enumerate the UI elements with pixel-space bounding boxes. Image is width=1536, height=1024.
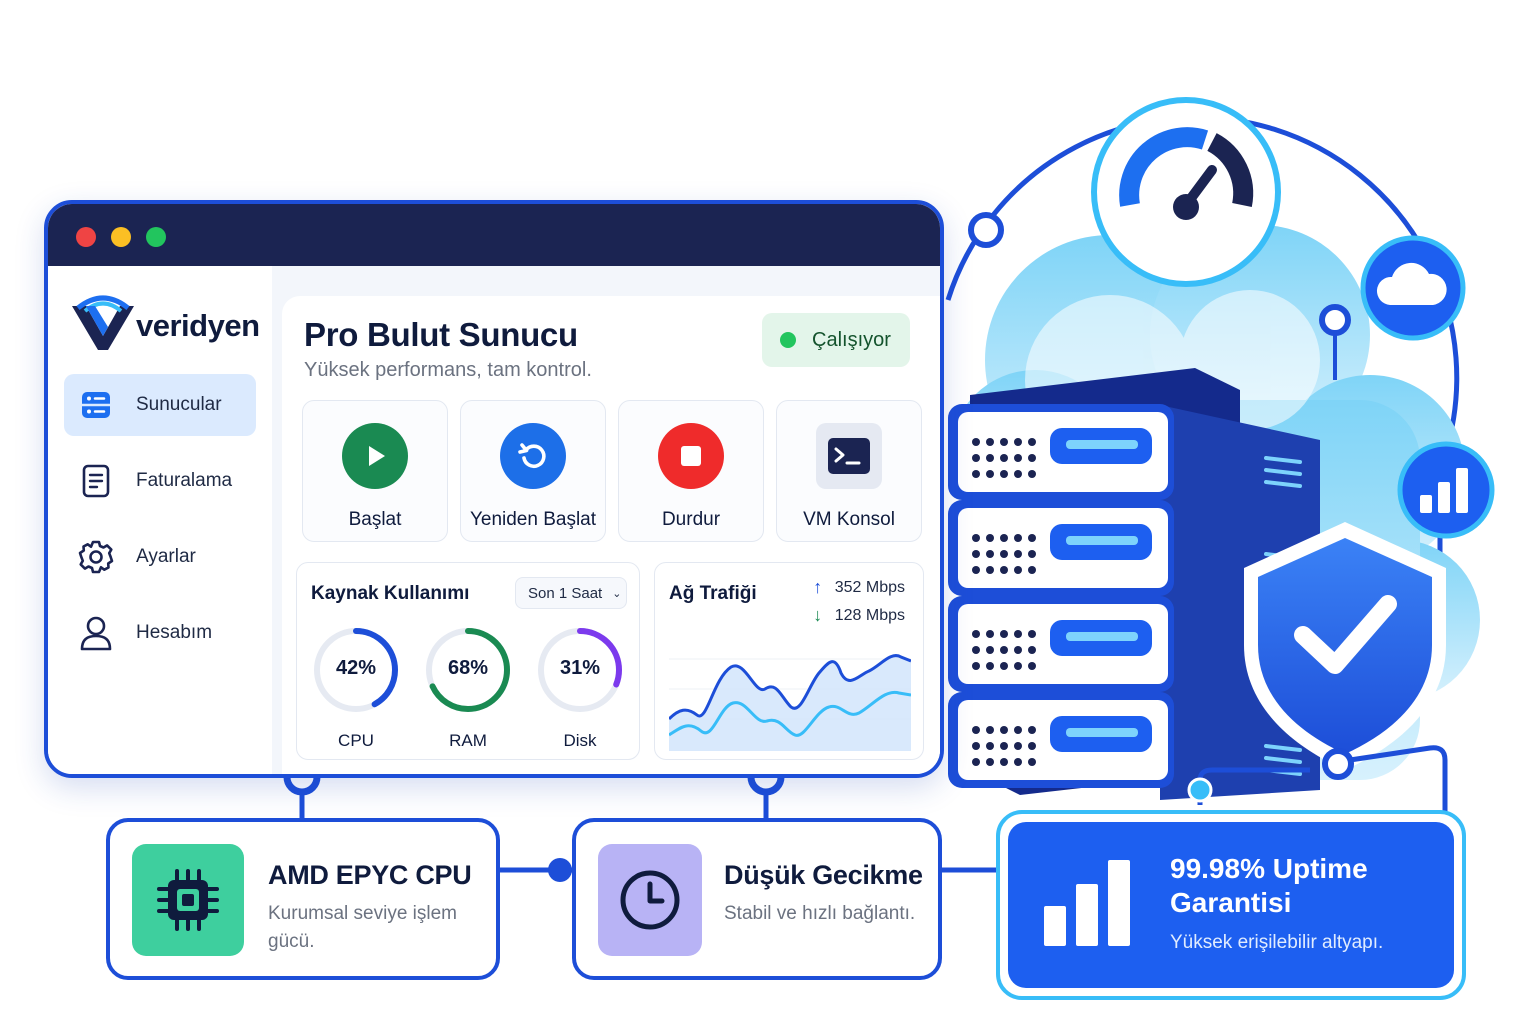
gear-icon: [78, 539, 114, 575]
start-button[interactable]: Başlat: [302, 400, 448, 542]
shield-check-icon: [1244, 522, 1446, 770]
stop-icon: [658, 423, 724, 489]
window-titlebar: [48, 204, 940, 266]
vm-console-button[interactable]: VM Konsol: [776, 400, 922, 542]
status-text: Çalışıyor: [812, 328, 891, 351]
user-icon: [78, 615, 114, 651]
sidebar-item-label: Ayarlar: [136, 546, 196, 567]
status-badge: Çalışıyor: [762, 313, 910, 367]
download-speed: ↓ 128 Mbps: [807, 605, 905, 626]
uptime-card: 99.98% Uptime Garantisi Yüksek erişilebi…: [996, 810, 1466, 1000]
ram-gauge-ring: [426, 628, 510, 712]
sidebar-nav: Sunucular Faturalama Ayarlar Hesabım: [64, 374, 256, 678]
action-label: Yeniden Başlat: [469, 509, 597, 530]
app-window: veridyen Sunucular Faturalama Ayarlar: [44, 200, 944, 778]
disk-label: Disk: [563, 731, 597, 750]
resource-usage-title: Kaynak Kullanımı: [311, 583, 470, 604]
feature-description: Kurumsal seviye işlem gücü.: [268, 903, 457, 952]
upload-speed-value: 352 Mbps: [834, 578, 905, 596]
chevron-down-icon: ⌄: [612, 587, 622, 600]
bar-chart-icon: [1044, 860, 1130, 946]
window-minimize-button[interactable]: [111, 227, 131, 247]
chart-badge-icon: [1397, 441, 1495, 539]
time-range-select[interactable]: Son 1 Saat ⌄: [515, 577, 627, 609]
sidebar-item-label: Faturalama: [136, 470, 233, 491]
resource-usage-card: Kaynak Kullanımı Son 1 Saat ⌄ 42% CPU: [296, 562, 640, 760]
brand-name: veridyen: [136, 308, 260, 343]
ram-label: RAM: [449, 731, 487, 750]
clock-icon: [598, 844, 702, 956]
cpu-gauge: 42% CPU: [311, 625, 401, 751]
disk-value: 31%: [559, 657, 601, 679]
server-stack: [946, 368, 1320, 800]
main-area: Pro Bulut Sunucu Yüksek performans, tam …: [272, 266, 940, 774]
cloud-badge-icon: [1360, 235, 1466, 341]
action-label: Durdur: [661, 509, 721, 530]
cpu-chip-icon: [132, 844, 244, 956]
stop-button[interactable]: Durdur: [618, 400, 764, 542]
feature-title: AMD EPYC CPU: [268, 860, 472, 890]
uptime-title: 99.98% Uptime Garantisi: [1170, 853, 1368, 918]
action-label: VM Konsol: [803, 509, 895, 530]
cpu-label: CPU: [338, 731, 374, 750]
status-dot-icon: [780, 332, 796, 348]
sidebar-item-servers[interactable]: Sunucular: [64, 374, 256, 436]
speedometer-icon: [1091, 97, 1281, 287]
window-maximize-button[interactable]: [146, 227, 166, 247]
page-subtitle: Yüksek performans, tam kontrol.: [304, 359, 592, 381]
network-traffic-title: Ağ Trafiği: [669, 583, 757, 604]
terminal-icon: [816, 423, 882, 489]
ram-value: 68%: [447, 657, 489, 679]
invoice-icon: [78, 463, 114, 499]
ram-gauge: 68% RAM: [423, 625, 513, 751]
sidebar: veridyen Sunucular Faturalama Ayarlar: [48, 266, 272, 774]
sidebar-item-label: Hesabım: [136, 622, 213, 643]
feature-card-cpu: AMD EPYC CPU Kurumsal seviye işlem gücü.: [106, 818, 500, 980]
disk-gauge: 31% Disk: [535, 625, 625, 751]
traffic-sparkline: [669, 654, 911, 751]
veridyen-logo-icon: [72, 295, 134, 350]
sidebar-item-account[interactable]: Hesabım: [64, 602, 256, 664]
server-panel: Pro Bulut Sunucu Yüksek performans, tam …: [282, 296, 940, 774]
network-traffic-card: Ağ Trafiği ↑ 352 Mbps ↓ 128 Mbps: [654, 562, 924, 760]
restart-button[interactable]: Yeniden Başlat: [460, 400, 606, 542]
sidebar-item-label: Sunucular: [136, 394, 222, 415]
disk-gauge-ring: [538, 628, 622, 712]
time-range-value: Son 1 Saat: [528, 584, 603, 602]
window-close-button[interactable]: [76, 227, 96, 247]
feature-card-latency: Düşük Gecikme Stabil ve hızlı bağlantı.: [572, 818, 942, 980]
uptime-card-inner: 99.98% Uptime Garantisi Yüksek erişilebi…: [1008, 822, 1454, 988]
sidebar-item-settings[interactable]: Ayarlar: [64, 526, 256, 588]
feature-description: Stabil ve hızlı bağlantı.: [724, 903, 916, 924]
restart-icon: [500, 423, 566, 489]
play-icon: [342, 423, 408, 489]
download-speed-value: 128 Mbps: [834, 606, 905, 624]
action-buttons: Başlat Yeniden Başlat Durdur: [302, 400, 934, 542]
page-title: Pro Bulut Sunucu: [304, 316, 578, 353]
feature-title: Düşük Gecikme: [724, 860, 923, 890]
brand-logo[interactable]: veridyen: [68, 294, 260, 354]
cpu-gauge-ring: [314, 628, 398, 712]
upload-speed: ↑ 352 Mbps: [807, 577, 905, 598]
cpu-value: 42%: [335, 657, 377, 679]
uptime-description: Yüksek erişilebilir altyapı.: [1170, 932, 1384, 953]
server-icon: [78, 387, 114, 423]
sidebar-item-billing[interactable]: Faturalama: [64, 450, 256, 512]
action-label: Başlat: [348, 509, 402, 530]
arrow-up-icon: ↑: [813, 577, 823, 597]
arrow-down-icon: ↓: [813, 605, 823, 625]
